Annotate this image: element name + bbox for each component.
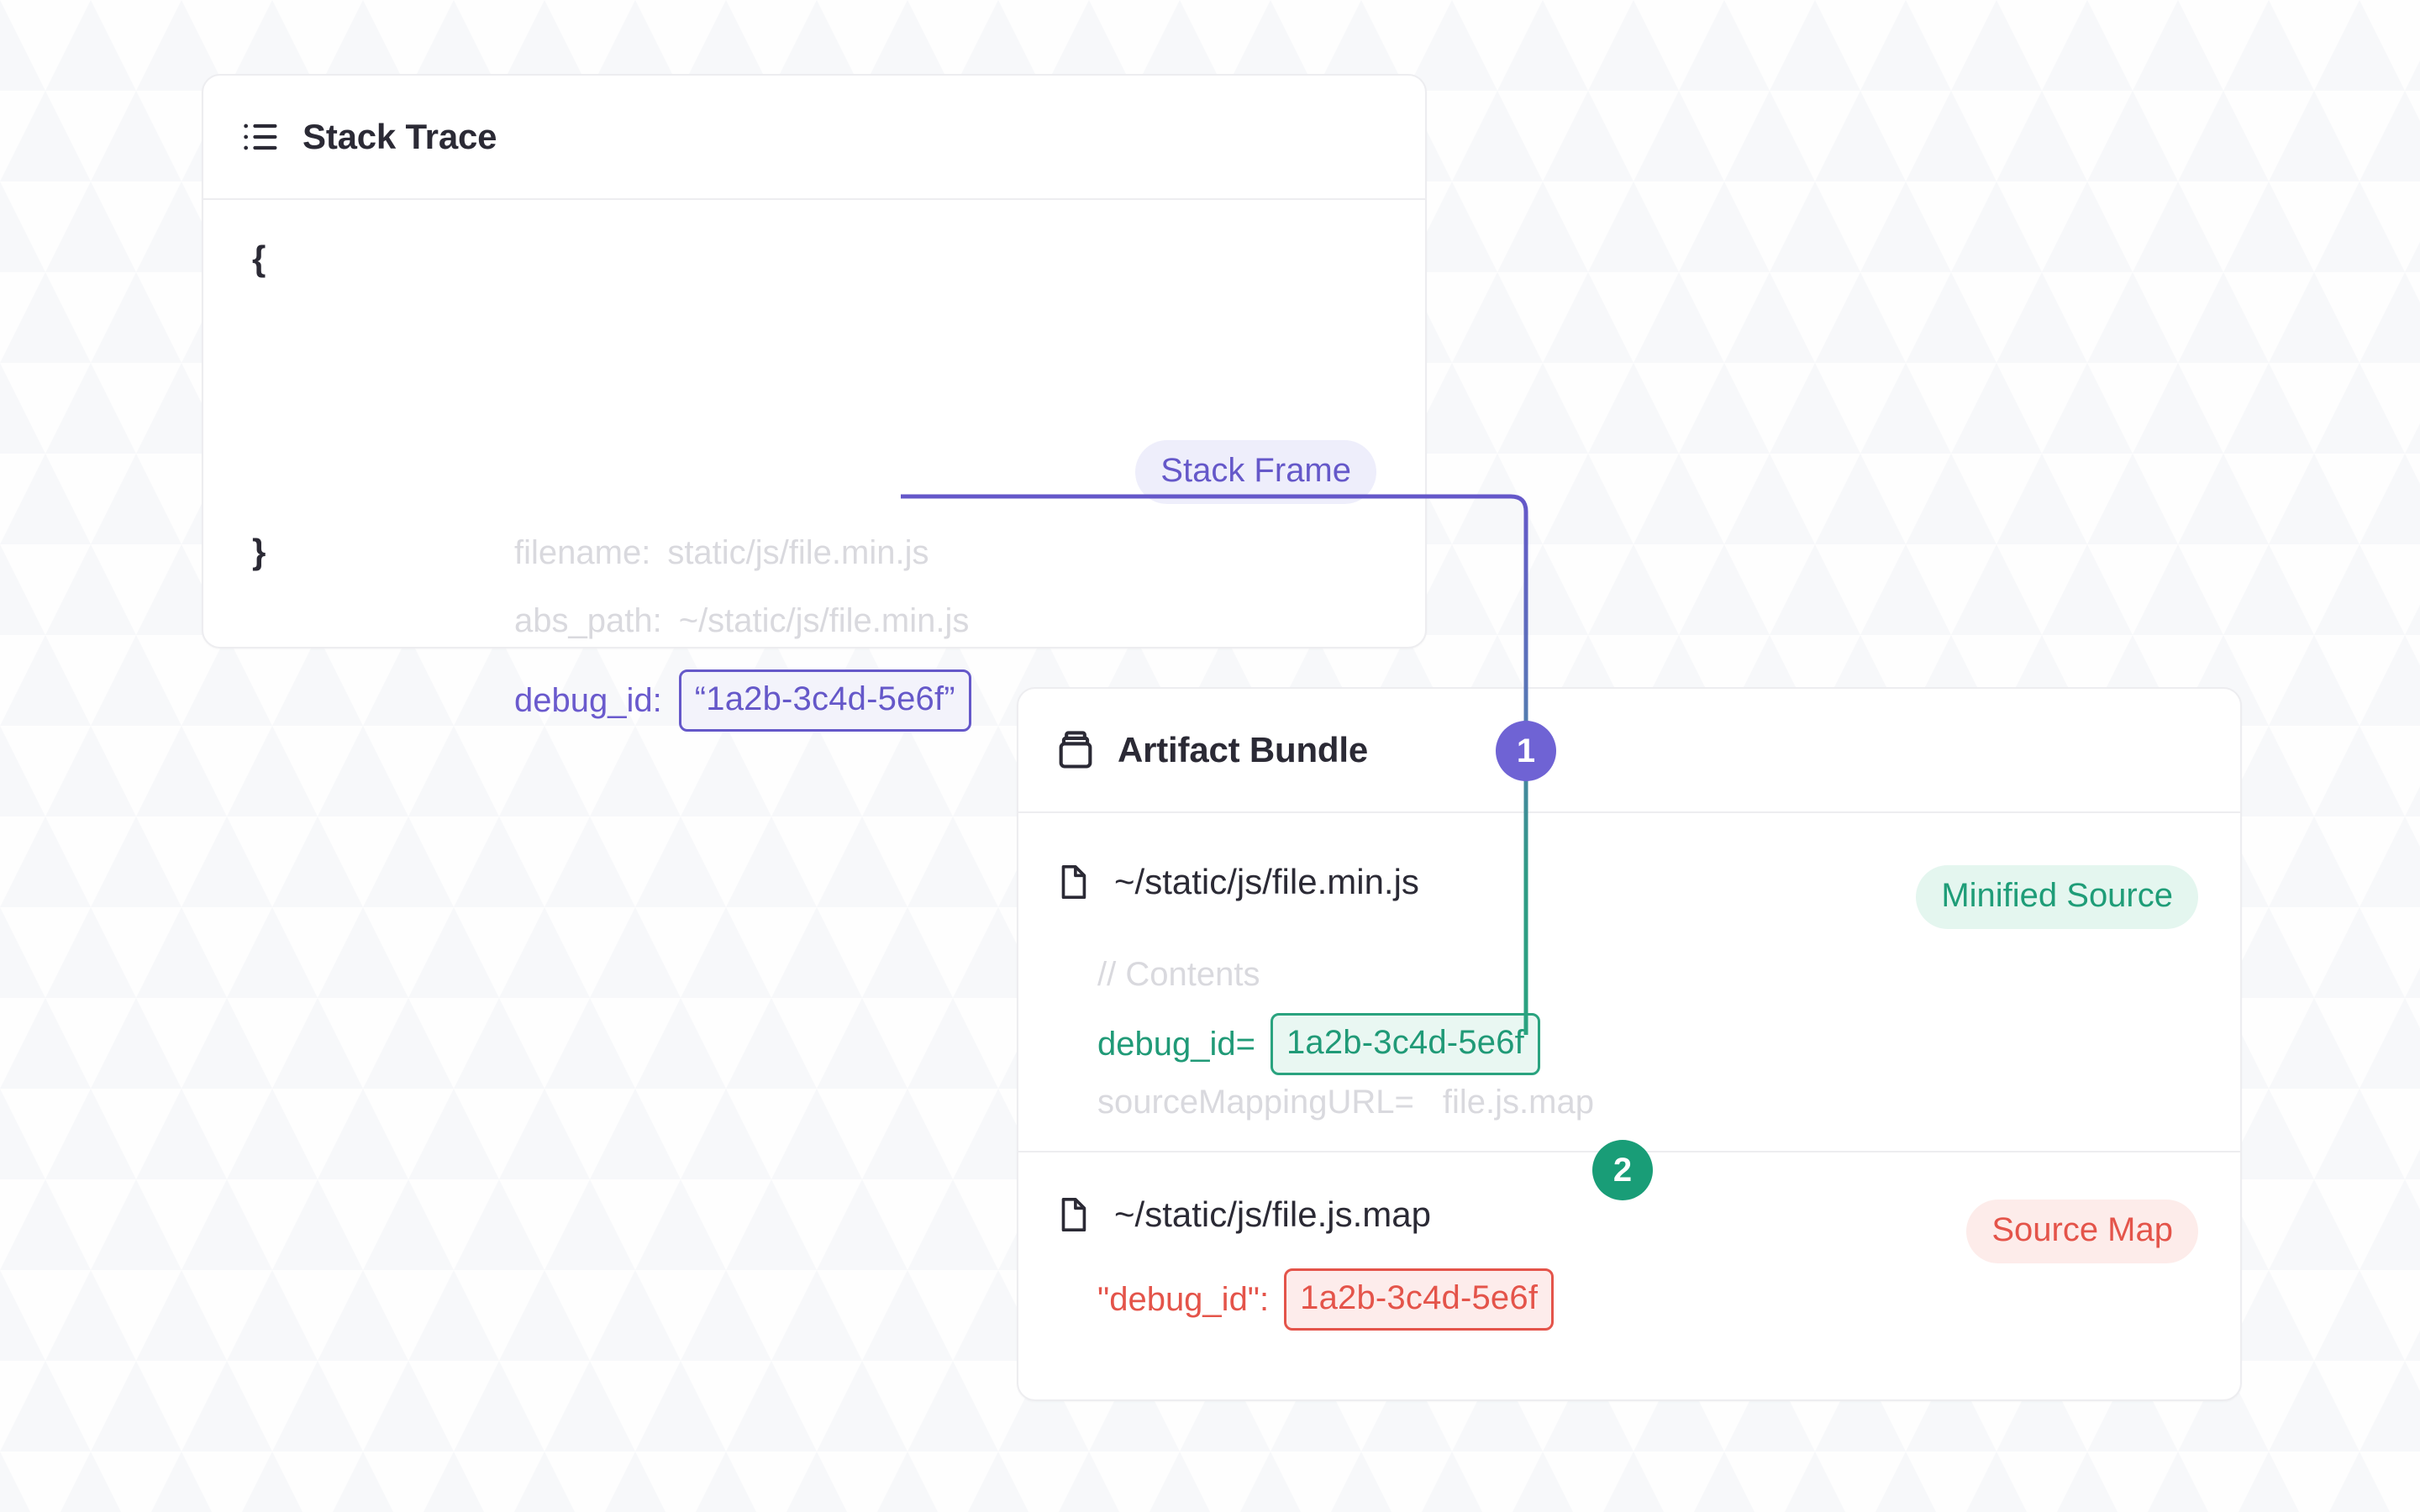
- code-value-filename: static/js/file.min.js: [667, 534, 929, 571]
- step-badge-2: 2: [1592, 1140, 1653, 1200]
- code-key-debug-id: debug_id:: [514, 681, 662, 719]
- code-key-filename: filename:: [514, 534, 651, 571]
- file-path-source-map: ~/static/js/file.js.map: [1114, 1194, 1431, 1234]
- jar-icon: [1054, 728, 1097, 772]
- code-key-minified-debug-id: debug_id=: [1097, 1025, 1255, 1063]
- code-key-sourcemap-debug-id: "debug_id":: [1097, 1280, 1270, 1318]
- artifact-section-minified-source: ~/static/js/file.min.js Minified Source …: [1018, 813, 2240, 1151]
- stack-trace-header: Stack Trace: [203, 76, 1425, 200]
- code-value-abs-path: ~/static/js/file.min.js: [678, 602, 970, 639]
- code-row-sourcemap-debug-id: "debug_id": 1a2b-3c4d-5e6f: [1097, 1268, 1555, 1331]
- code-value-debug-id-highlight[interactable]: “1a2b-3c4d-5e6f”: [678, 669, 971, 732]
- code-row-abs-path: abs_path: ~/static/js/file.min.js: [514, 602, 969, 640]
- step-badge-1: 1: [1496, 721, 1556, 781]
- code-value-source-mapping-url: file.js.map: [1442, 1084, 1594, 1121]
- list-icon: [239, 115, 282, 159]
- code-value-minified-debug-id-highlight[interactable]: 1a2b-3c4d-5e6f: [1270, 1013, 1540, 1075]
- artifact-section-source-map: ~/static/js/file.js.map Source Map "debu…: [1018, 1151, 2240, 1399]
- brace-open: {: [252, 239, 266, 278]
- file-path-minified: ~/static/js/file.min.js: [1114, 862, 1419, 901]
- code-key-abs-path: abs_path:: [514, 602, 662, 639]
- stack-trace-title: Stack Trace: [302, 117, 497, 156]
- status-badge-stack-frame: Stack Frame: [1135, 440, 1376, 504]
- file-row-minified: ~/static/js/file.min.js: [1054, 862, 1419, 902]
- code-row-minified-debug-id: debug_id= 1a2b-3c4d-5e6f: [1097, 1013, 1540, 1075]
- artifact-bundle-card: Artifact Bundle ~/static/js/file.min.js …: [1017, 687, 2242, 1401]
- status-badge-source-map: Source Map: [1966, 1200, 2198, 1263]
- status-badge-minified-source: Minified Source: [1916, 865, 2198, 929]
- code-comment-contents: // Contents: [1097, 956, 1260, 993]
- brace-close: }: [252, 532, 266, 571]
- code-row-debug-id: debug_id: “1a2b-3c4d-5e6f”: [514, 669, 971, 732]
- code-value-sourcemap-debug-id-highlight[interactable]: 1a2b-3c4d-5e6f: [1284, 1268, 1555, 1331]
- file-icon: [1054, 1195, 1092, 1234]
- code-key-source-mapping-url: sourceMappingURL=: [1097, 1084, 1414, 1121]
- stack-trace-body: { Stack Frame filename: static/js/file.m…: [203, 200, 1425, 732]
- code-row-filename: filename: static/js/file.min.js: [514, 534, 929, 572]
- stack-trace-card: Stack Trace { Stack Frame filename: stat…: [202, 74, 1427, 732]
- code-row-source-mapping-url: sourceMappingURL= file.js.map: [1097, 1084, 1594, 1121]
- file-row-source-map: ~/static/js/file.js.map: [1054, 1194, 1431, 1235]
- artifact-bundle-header: Artifact Bundle: [1018, 689, 2240, 813]
- file-icon: [1054, 863, 1092, 901]
- artifact-bundle-title: Artifact Bundle: [1118, 730, 1369, 769]
- code-row-contents-comment: // Contents: [1097, 956, 1260, 994]
